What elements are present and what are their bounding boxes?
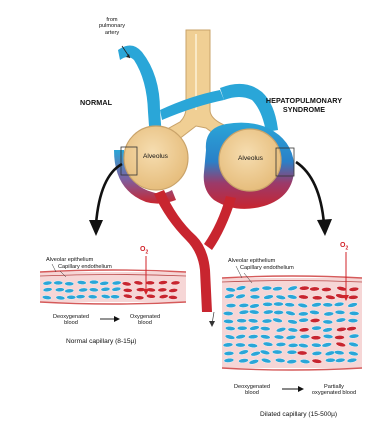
red-blood-cell bbox=[300, 334, 310, 339]
red-blood-cell bbox=[348, 295, 358, 300]
red-blood-cell bbox=[223, 311, 233, 315]
capillary-endothelium-label-hps: Capillary endothelium bbox=[240, 265, 294, 271]
red-blood-cell bbox=[223, 319, 233, 324]
red-blood-cell bbox=[224, 351, 234, 356]
deoxygenated-label-hps: Deoxygenated blood bbox=[224, 384, 280, 397]
alveolus-label-hps: Alveolus bbox=[238, 155, 263, 162]
red-blood-cell bbox=[76, 294, 85, 298]
flow-arrow-hps-legend bbox=[282, 386, 304, 392]
dilated-capillary-caption: Dilated capillary (15-500µ) bbox=[260, 411, 337, 418]
big-arrow-left bbox=[89, 164, 122, 236]
red-blood-cell bbox=[145, 281, 154, 285]
from-pulmonary-artery-label: from pulmonary artery bbox=[92, 17, 132, 36]
red-blood-cell bbox=[321, 287, 331, 291]
red-blood-cell bbox=[237, 326, 247, 330]
partial-line-2: oxygenated blood bbox=[302, 390, 366, 396]
o2-subscript: 2 bbox=[145, 249, 148, 255]
normal-capillary-section bbox=[40, 270, 186, 304]
partially-oxygenated-label: Partially oxygenated blood bbox=[302, 384, 366, 397]
o2-label-hps: O2 bbox=[340, 242, 348, 251]
flow-arrow-normal-legend bbox=[100, 316, 120, 322]
hps-heading-line-1: HEPATOPULMONARY bbox=[258, 96, 350, 105]
red-blood-cell bbox=[311, 336, 321, 340]
red-blood-cell bbox=[288, 343, 298, 348]
deoxy-hps-line-2: blood bbox=[224, 390, 280, 396]
capillary-endothelium-label-normal: Capillary endothelium bbox=[58, 264, 112, 270]
normal-capillary-caption: Normal capillary (8-15µ) bbox=[66, 338, 137, 345]
red-blood-cell bbox=[287, 350, 297, 354]
red-blood-cell bbox=[297, 351, 307, 356]
red-blood-cell bbox=[334, 335, 344, 339]
normal-heading: NORMAL bbox=[80, 98, 112, 107]
red-blood-cell bbox=[274, 310, 284, 314]
red-blood-cell bbox=[135, 296, 144, 300]
hps-heading: HEPATOPULMONARY SYNDROME bbox=[258, 96, 350, 114]
alveolar-epithelium-label-hps: Alveolar epithelium bbox=[228, 258, 275, 264]
red-blood-cell bbox=[272, 350, 282, 355]
red-blood-cell bbox=[312, 296, 322, 300]
red-blood-cell bbox=[67, 295, 76, 299]
oxy-line-2: blood bbox=[120, 320, 170, 326]
red-blood-cell bbox=[323, 303, 333, 308]
red-blood-cell bbox=[110, 295, 119, 299]
red-blood-cell bbox=[263, 302, 273, 306]
red-blood-cell bbox=[123, 288, 132, 292]
alveolus-label-normal: Alveolus bbox=[143, 153, 168, 160]
hps-heading-line-2: SYNDROME bbox=[258, 105, 350, 114]
red-blood-cell bbox=[65, 282, 74, 286]
red-blood-cell bbox=[299, 286, 309, 291]
red-blood-cell bbox=[325, 358, 335, 363]
dilated-capillary-section bbox=[222, 276, 362, 370]
red-blood-cell bbox=[262, 286, 272, 290]
red-blood-cell bbox=[349, 311, 359, 316]
red-blood-cell bbox=[237, 318, 247, 323]
o2-subscript-hps: 2 bbox=[345, 245, 348, 251]
big-arrow-right bbox=[296, 162, 332, 236]
red-blood-cell bbox=[276, 342, 286, 347]
red-blood-cell bbox=[273, 302, 283, 306]
alveolar-epithelium-label-normal: Alveolar epithelium bbox=[46, 257, 93, 263]
red-blood-cell bbox=[235, 343, 245, 347]
red-blood-cell bbox=[309, 287, 319, 292]
red-blood-cell bbox=[250, 295, 260, 299]
from-label-line-3: artery bbox=[92, 30, 132, 36]
o2-label-normal: O2 bbox=[140, 246, 148, 255]
deoxygenated-label-normal: Deoxygenated blood bbox=[44, 314, 98, 327]
deoxy-line-2: blood bbox=[44, 320, 98, 326]
red-blood-cell bbox=[54, 281, 63, 285]
red-blood-cell bbox=[55, 287, 64, 291]
red-blood-cell bbox=[298, 312, 308, 317]
red-blood-cell bbox=[226, 303, 236, 307]
red-blood-cell bbox=[348, 318, 358, 322]
oxygenated-label: Oxygenated blood bbox=[120, 314, 170, 327]
red-blood-cell bbox=[89, 280, 98, 284]
